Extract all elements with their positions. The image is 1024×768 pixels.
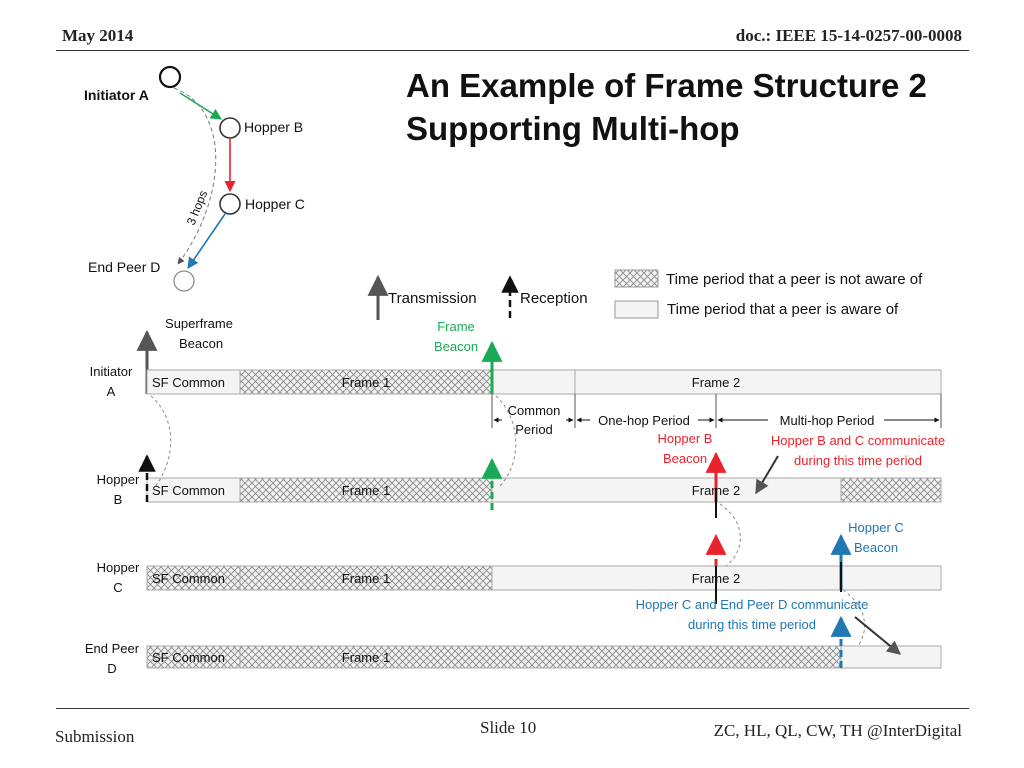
b-c-communicate-pointer [755, 455, 779, 495]
row-c-timeline: SF Common Frame 1 Frame 2 Hopper C Beaco… [146, 520, 942, 632]
row-c-sf-common-label: SF Common [152, 571, 225, 586]
legend-not-aware-swatch [614, 269, 659, 288]
row-labels: Initiator A Hopper B Hopper C End Peer D [85, 364, 140, 676]
end-peer-d-label: End Peer D [88, 259, 160, 275]
header-date: May 2014 [62, 26, 134, 45]
hopper-b-beacon-label-1: Hopper B [658, 431, 713, 446]
superframe-beacon-label-2: Beacon [179, 336, 223, 351]
superframe-beacon: Superframe Beacon [136, 316, 233, 394]
header-divider [56, 50, 969, 51]
row-a-common-period [491, 369, 576, 395]
row-b-frame1-label: Frame 1 [342, 483, 390, 498]
row-a-frame1-label: Frame 1 [342, 375, 390, 390]
row-a-frame1-hatched [239, 369, 493, 395]
hopper-c-label: Hopper C [245, 196, 305, 212]
row-a-label-1: Initiator [90, 364, 133, 379]
end-peer-d-node [173, 270, 195, 292]
row-a-frame2 [574, 369, 942, 395]
row-b-frame2-hatched-tail [840, 477, 942, 503]
three-hops-path [173, 87, 217, 265]
header-doc-id: doc.: IEEE 15-14-0257-00-0008 [735, 26, 962, 45]
one-hop-label-bg [590, 411, 698, 428]
row-c-frame1-label: Frame 1 [342, 571, 390, 586]
row-c-label-1: Hopper [97, 560, 140, 575]
multi-hop-period-label: Multi-hop Period [780, 413, 875, 428]
b-c-communicate-label-1: Hopper B and C communicate [771, 433, 945, 448]
row-c-label-2: C [113, 580, 122, 595]
multi-hop-label-bg [768, 411, 884, 428]
legend-aware-swatch [614, 300, 659, 319]
c-d-communicate-label-1: Hopper C and End Peer D communicate [636, 597, 869, 612]
hopper-b-node [219, 117, 241, 139]
hopper-c-beacon-label-1: Hopper C [848, 520, 904, 535]
row-b-frame1-hatched [239, 477, 493, 503]
b-to-c-beacon-curve [719, 503, 741, 567]
initiator-node [158, 65, 182, 89]
row-d-label-1: End Peer [85, 641, 140, 656]
hopper-c-node [219, 193, 241, 215]
footer-slide-number: Slide 10 [480, 718, 537, 737]
a-to-b-superframe-curve [150, 395, 172, 491]
row-a-frame2-label: Frame 2 [692, 375, 740, 390]
legend-aware-label: Time period that a peer is aware of [667, 301, 899, 318]
hopper-c-beacon-label-2: Beacon [854, 540, 898, 555]
frame-beacon-label-2: Beacon [434, 339, 478, 354]
common-period-label-bg [502, 402, 566, 436]
footer-divider [56, 708, 969, 709]
a-to-b-frame-beacon-curve [495, 395, 517, 489]
c-d-communicate-pointer [854, 616, 902, 655]
common-period-label-1: Common [508, 403, 561, 418]
hopper-b-beacon-label-2: Beacon [663, 451, 707, 466]
topology-graph: Initiator A Hopper B Hopper C End Peer D… [84, 65, 305, 292]
superframe-beacon-label-1: Superframe [165, 316, 233, 331]
footer-authors: ZC, HL, QL, CW, TH @InterDigital [713, 721, 962, 740]
row-d-sf-common-label: SF Common [152, 650, 225, 665]
legend-transmission-label: Transmission [388, 290, 477, 307]
c-to-d-arrow [187, 213, 226, 269]
slide-title: An Example of Frame Structure 2 Supporti… [406, 64, 1006, 150]
row-b-label-2: B [114, 492, 123, 507]
footer-submission: Submission [55, 727, 135, 746]
row-a-sf-common-label: SF Common [152, 375, 225, 390]
row-a-timeline: SF Common Frame 1 Frame 2 Frame Beacon [146, 319, 942, 395]
row-b-frame2 [491, 477, 842, 503]
row-c-sf-common-hatched [146, 565, 241, 591]
initiator-label: Initiator A [84, 87, 149, 103]
row-d-timeline: SF Common Frame 1 [146, 615, 942, 669]
three-hops-label: 3 hops [184, 188, 210, 227]
row-a-label-2: A [107, 384, 116, 399]
legend-not-aware-label: Time period that a peer is not aware of [666, 271, 923, 288]
row-d-label-2: D [107, 661, 116, 676]
a-to-b-arrow [179, 92, 222, 120]
row-b-label-1: Hopper [97, 472, 140, 487]
one-hop-period-label: One-hop Period [598, 413, 690, 428]
row-b-timeline: SF Common Frame 1 Frame 2 Hopper B Beaco… [138, 431, 945, 518]
c-d-communicate-label-2: during this time period [688, 617, 816, 632]
row-d-hatched-span [239, 645, 842, 669]
frame-beacon-label-1: Frame [437, 319, 475, 334]
legend-reception-label: Reception [520, 290, 588, 307]
title-line-1: An Example of Frame Structure 2 [406, 67, 927, 104]
row-c-frame1-hatched [239, 565, 493, 591]
b-c-communicate-label-2: during this time period [794, 453, 922, 468]
title-line-2: Supporting Multi-hop [406, 110, 740, 147]
hopper-b-label: Hopper B [244, 119, 303, 135]
period-markers: Common Period One-hop Period Multi-hop P… [491, 394, 942, 437]
legend: Transmission Reception Time period that … [367, 269, 923, 320]
common-period-label-2: Period [515, 422, 553, 437]
row-d-aware-tail [840, 645, 942, 669]
row-d-frame1-label: Frame 1 [342, 650, 390, 665]
row-b-sf-common-label: SF Common [152, 483, 225, 498]
